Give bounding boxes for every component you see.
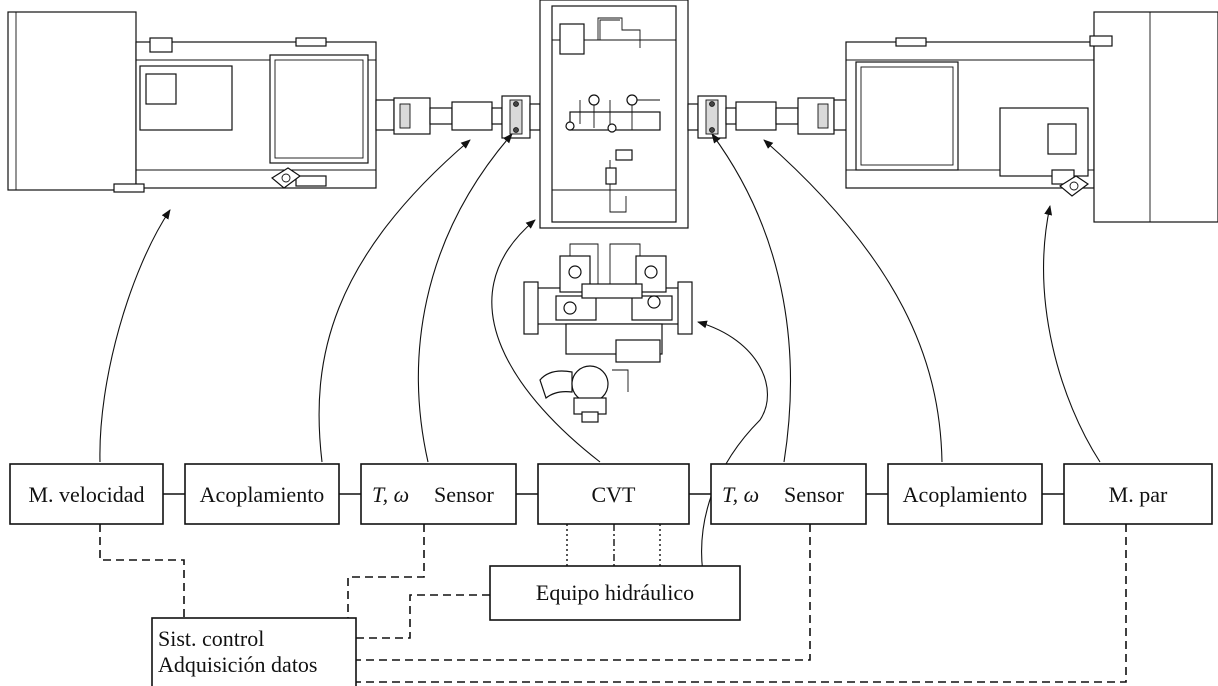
speed-motor-label: M. velocidad <box>28 482 144 507</box>
coupling-right-drawing <box>726 98 834 134</box>
block-sensor-left: T, ω Sensor <box>361 464 516 524</box>
block-cvt: CVT <box>538 464 689 524</box>
arrow-sensor-right <box>712 134 790 462</box>
cvt-label: CVT <box>592 482 637 507</box>
hydraulic-label: Equipo hidráulico <box>536 580 694 605</box>
block-coupling-left: Acoplamiento <box>185 464 339 524</box>
block-speed-motor: M. velocidad <box>10 464 163 524</box>
sensor-right-label: Sensor <box>784 482 845 507</box>
torque-motor-drawing <box>834 12 1218 222</box>
block-sensor-right: T, ω Sensor <box>711 464 866 524</box>
speed-motor-drawing <box>8 12 394 192</box>
sensor-right-symbols: T, ω <box>722 482 759 507</box>
control-system-label: Sist. control <box>158 626 264 651</box>
arrow-speed-motor <box>100 210 170 462</box>
sensor-right-drawing <box>688 96 726 138</box>
arrow-torque-motor <box>1044 206 1100 462</box>
block-coupling-right: Acoplamiento <box>888 464 1042 524</box>
hydraulic-links <box>567 524 660 566</box>
block-torque-motor: M. par <box>1064 464 1212 524</box>
block-control-system: Sist. control Adquisición datos <box>152 618 356 686</box>
sensor-left-symbols: T, ω <box>372 482 409 507</box>
coupling-left-label: Acoplamiento <box>200 482 325 507</box>
data-acquisition-label: Adquisición datos <box>158 652 318 677</box>
coupling-right-label: Acoplamiento <box>903 482 1028 507</box>
sensor-left-label: Sensor <box>434 482 495 507</box>
cvt-drawing <box>540 0 688 228</box>
hydraulic-unit-drawing <box>524 244 692 422</box>
arrow-sensor-left <box>418 134 512 462</box>
block-hydraulic: Equipo hidráulico <box>490 566 740 620</box>
arrow-hydraulic <box>698 322 767 590</box>
torque-motor-label: M. par <box>1109 482 1168 507</box>
sensor-left-drawing <box>502 96 540 138</box>
coupling-left-drawing <box>394 98 502 134</box>
